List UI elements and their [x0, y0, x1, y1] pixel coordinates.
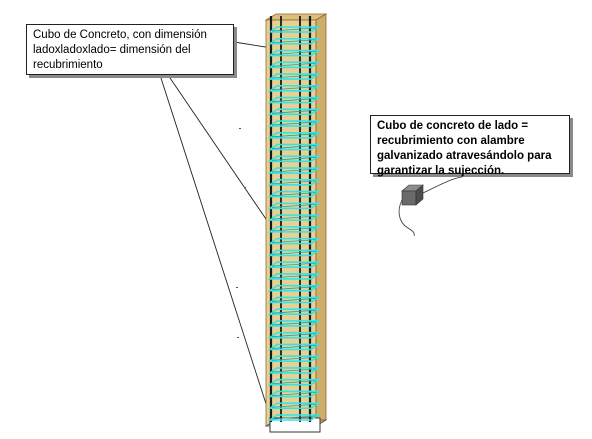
cube-front-face	[401, 190, 417, 206]
callout-cube-with-wire: Cubo de concreto de lado = recubrimiento…	[370, 115, 570, 177]
stirrup	[267, 355, 321, 363]
callout-right-line-4: garantizar la sujección.	[377, 165, 505, 177]
stirrup	[267, 190, 321, 198]
stirrup	[267, 179, 321, 186]
stirrup	[267, 214, 321, 221]
stirrup	[267, 237, 321, 245]
callout-concrete-cube-dimension: Cubo de Concreto, con dimensión ladoxlad…	[26, 24, 234, 75]
stirrup	[267, 226, 321, 233]
stirrup	[267, 61, 321, 69]
callout-right-line-1: Cubo de concreto de lado =	[377, 120, 529, 132]
callout-left-line-2: ladoxladoxlado= dimensión del	[33, 44, 191, 56]
stirrup	[267, 331, 321, 339]
stirrup	[267, 273, 321, 280]
cube-side-face	[415, 184, 424, 206]
column-side-face	[315, 13, 327, 427]
stirrup	[267, 378, 321, 386]
stirrup	[267, 132, 321, 139]
leader-line-mid	[167, 74, 269, 223]
stirrup	[267, 202, 321, 210]
stirrup	[267, 167, 321, 174]
galvanized-wire-right	[422, 175, 471, 194]
stirrup	[267, 414, 321, 421]
stirrup	[267, 308, 321, 315]
concrete-column	[264, 13, 328, 433]
stirrup	[267, 108, 321, 116]
stirrup	[267, 343, 321, 351]
stirrup	[267, 37, 321, 45]
stirrup	[267, 249, 321, 257]
callout-right-line-3: galvanizado atravesándolo para	[377, 150, 552, 162]
stirrup	[267, 143, 321, 151]
stirrup-group	[267, 26, 321, 421]
stirrup	[267, 390, 321, 398]
galvanized-wire-left	[398, 199, 415, 237]
stirrup	[267, 261, 321, 268]
stirrup	[267, 367, 321, 374]
column-front-face	[265, 19, 317, 427]
stirrup	[267, 320, 321, 327]
stirrup	[267, 26, 321, 33]
stirrup	[267, 84, 321, 92]
stirrup	[267, 284, 321, 292]
stirrup	[267, 49, 321, 57]
leader-line-bottom	[159, 74, 269, 411]
callout-left-line-1: Cubo de Concreto, con dimensión	[33, 29, 207, 41]
rebar-group	[269, 16, 312, 422]
column-base-plate	[269, 417, 321, 433]
stirrup	[267, 296, 321, 304]
callout-left-line-3: recubrimiento	[33, 59, 103, 71]
stirrup	[267, 155, 321, 163]
stirrup	[267, 73, 321, 80]
stirrup	[267, 402, 321, 410]
stirrup	[267, 96, 321, 104]
callout-right-line-2: recubrimiento con alambre	[377, 135, 525, 147]
stray-dots	[236, 128, 246, 338]
spacer-cube	[401, 184, 424, 206]
stirrup	[267, 120, 321, 127]
